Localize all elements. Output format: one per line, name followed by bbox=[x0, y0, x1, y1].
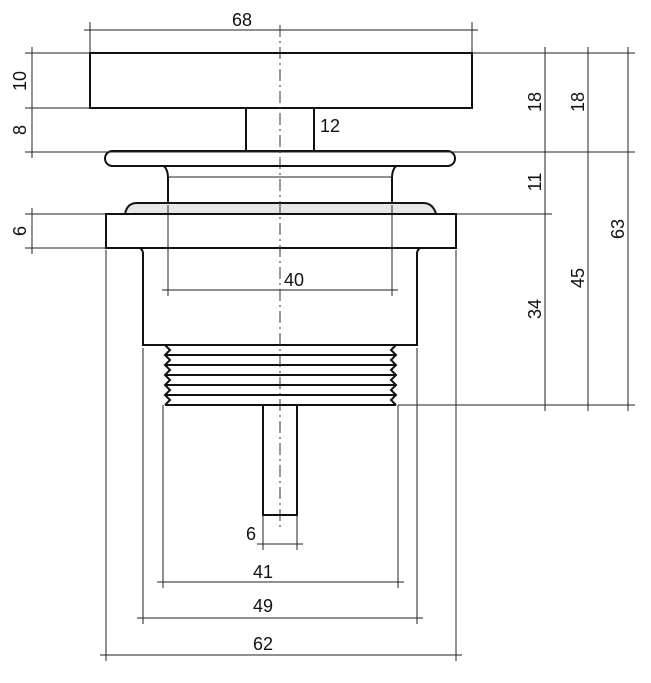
dim-cap-width: 68 bbox=[232, 10, 252, 30]
dim-top-to-disc: 18 bbox=[525, 92, 545, 112]
dim-cap-height: 10 bbox=[10, 71, 30, 91]
dim-flange-thickness: 6 bbox=[10, 226, 30, 236]
flange bbox=[105, 213, 457, 249]
dim-flange-diameter: 62 bbox=[253, 634, 273, 654]
dim-body-height: 34 bbox=[525, 299, 545, 319]
dimension-lines bbox=[25, 22, 635, 661]
dim-inner-diameter: 40 bbox=[284, 270, 304, 290]
dim-top-to-disc-outer: 18 bbox=[568, 92, 588, 112]
dim-stem-width: 12 bbox=[320, 116, 340, 136]
cap bbox=[89, 52, 473, 109]
dim-overall-height: 63 bbox=[608, 219, 628, 239]
dim-disc-to-flange: 11 bbox=[525, 173, 545, 192]
dim-body-diameter: 49 bbox=[253, 596, 273, 616]
dim-pin-width: 6 bbox=[246, 524, 256, 544]
thread bbox=[163, 344, 398, 406]
dim-thread-diameter: 41 bbox=[253, 562, 273, 582]
dim-disc-to-bottom: 45 bbox=[568, 268, 588, 288]
dim-stem-height: 8 bbox=[10, 125, 30, 135]
